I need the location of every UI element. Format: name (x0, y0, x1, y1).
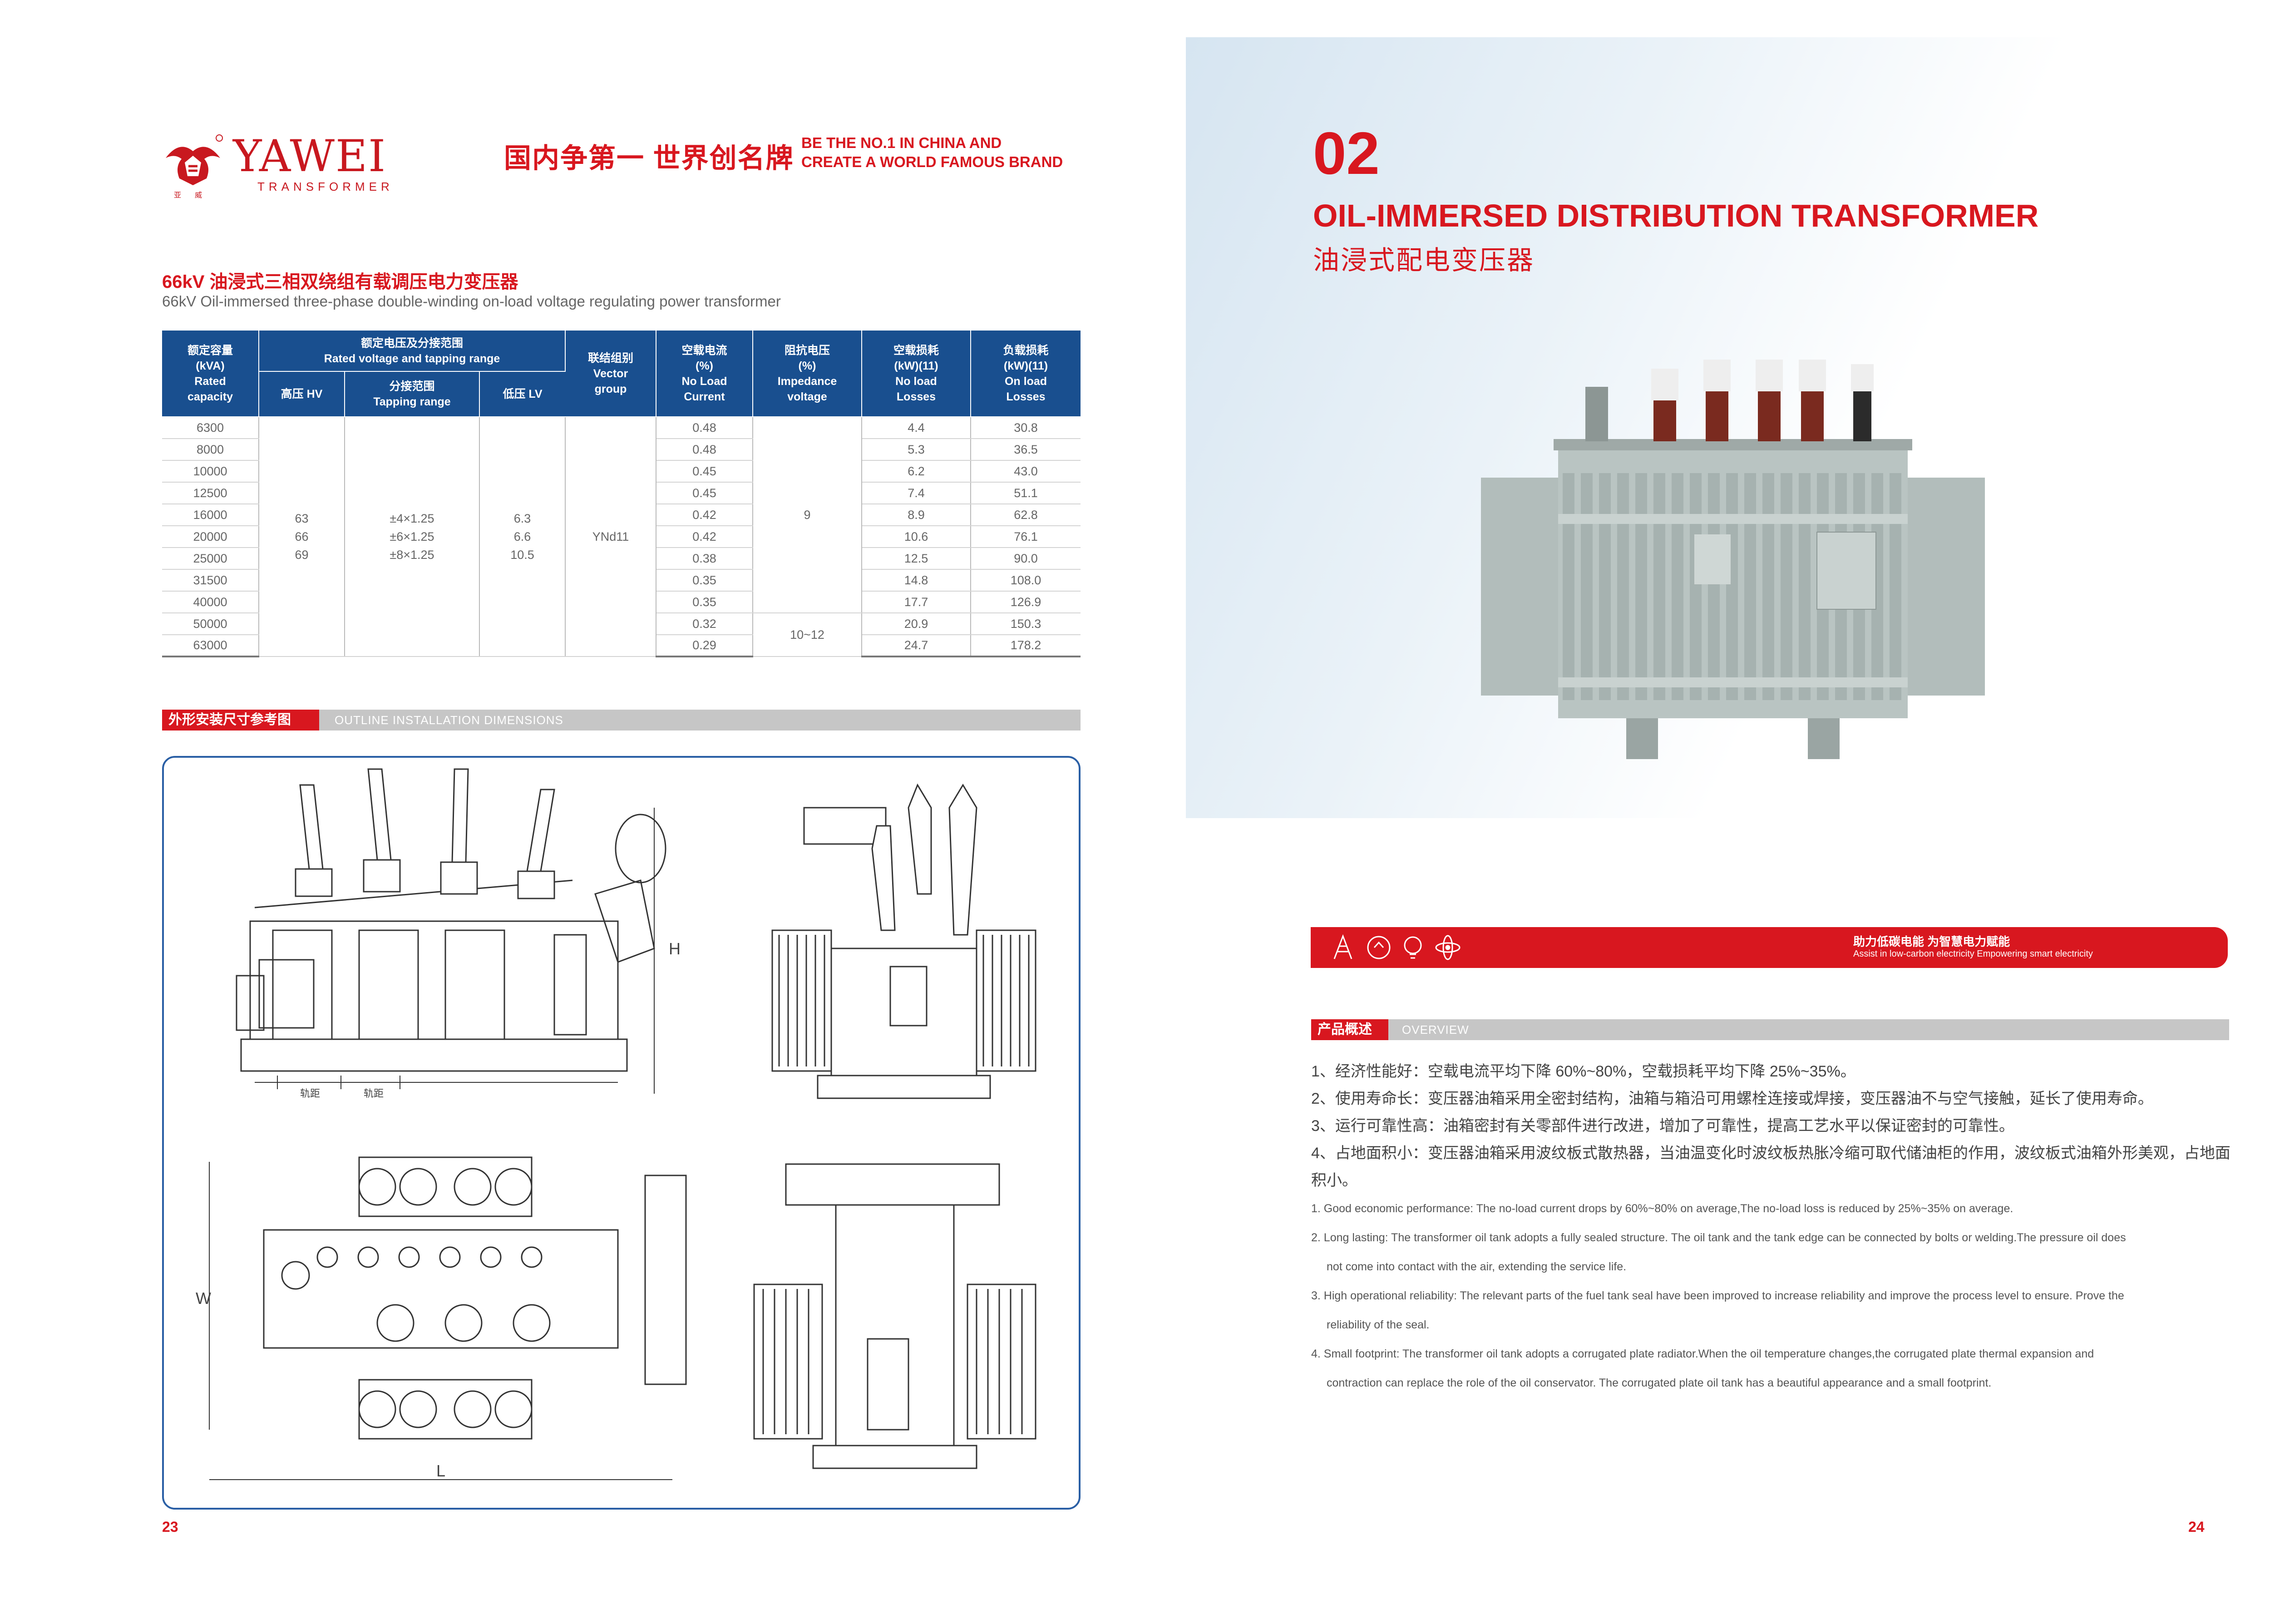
overview-en-item: 1. Good economic performance: The no-loa… (1311, 1202, 2013, 1215)
front-bushings (295, 768, 555, 899)
section-number: 02 (1313, 120, 1380, 187)
overview-label-en: OVERVIEW (1402, 1023, 1469, 1037)
impedance-cell-b: 10~12 (753, 613, 862, 657)
th-hv: 高压 HV (259, 371, 345, 417)
outline-drawing-frame: H W L 轨距 轨距 (162, 756, 1081, 1510)
page-number-left: 23 (162, 1519, 178, 1535)
overview-en-item: 4. Small footprint: The transformer oil … (1311, 1348, 2094, 1360)
overview-cn-item: 1、经济性能好：空载电流平均下降 60%~80%，空载损耗平均下降 25%~35… (1311, 1063, 1856, 1080)
gauge-label-2: 轨距 (364, 1088, 384, 1099)
overview-cn-item: 2、使用寿命长：变压器油箱采用全密封结构，油箱与箱沿可用螺栓连接或焊接，变压器油… (1311, 1090, 2153, 1107)
slogan-en: BE THE NO.1 IN CHINA AND CREATE A WORLD … (801, 133, 1063, 172)
yawei-logo: YAWEI TRANSFORMER 亚威 (161, 131, 406, 199)
overview-en-item: 2. Long lasting: The transformer oil tan… (1311, 1231, 2126, 1244)
power-tower-icon (1333, 934, 1352, 959)
dim-h-label: H (669, 939, 681, 958)
overview-en-list: 1. Good economic performance: The no-loa… (1311, 1194, 2233, 1397)
overview-text: 1、经济性能好：空载电流平均下降 60%~80%，空载损耗平均下降 25%~35… (1311, 1058, 2233, 1397)
transformer-photo (1481, 360, 1985, 759)
overview-en-item-cont: contraction can replace the role of the … (1327, 1377, 1992, 1389)
overview-en-item: 3. High operational reliability: The rel… (1311, 1289, 2124, 1302)
th-lv: 低压 LV (479, 371, 565, 417)
page-number-right: 24 (2188, 1519, 2205, 1535)
spec-subtitle: 66kV Oil-immersed three-phase double-win… (162, 293, 781, 310)
gauge-label-1: 轨距 (300, 1088, 321, 1099)
plan-view-drawing (209, 1156, 687, 1480)
brand-subtitle: TRANSFORMER (257, 180, 394, 193)
product-title-en: OIL-IMMERSED DISTRIBUTION TRANSFORMER (1313, 198, 2039, 233)
outline-label-cn: 外形安装尺寸参考图 (162, 710, 319, 731)
dim-l-label: L (436, 1461, 446, 1480)
vector-cell: YNd11 (565, 417, 656, 657)
overview-label-cn: 产品概述 (1311, 1019, 1388, 1040)
banner-icons (1333, 934, 1461, 960)
spec-title: 66kV 油浸式三相双绕组有载调压电力变压器 (162, 272, 518, 292)
product-title-cn: 油浸式配电变压器 (1313, 246, 1535, 275)
outline-label-en: OUTLINE INSTALLATION DIMENSIONS (335, 713, 563, 727)
brand-cn: 亚威 (174, 192, 216, 199)
side-view-drawing (771, 783, 1036, 1099)
slogan-cn: 国内争第一 世界创名牌 (504, 143, 794, 173)
overview-cn-list: 1、经济性能好：空载电流平均下降 60%~80%，空载损耗平均下降 25%~35… (1311, 1058, 2233, 1194)
overview-en-item-cont: not come into contact with the air, exte… (1327, 1260, 1627, 1273)
overview-en-item-cont: reliability of the seal. (1327, 1318, 1430, 1331)
dim-w-label: W (196, 1289, 211, 1308)
overview-cn-item: 3、运行可靠性高：油箱密封有关零部件进行改进，增加了可靠性，提高工艺水平以保证密… (1311, 1117, 2014, 1135)
end-view-drawing (753, 1163, 1036, 1469)
left-page: YAWEI TRANSFORMER 亚威 国内争第一 世界创名牌 BE THE … (161, 131, 1081, 1535)
tapping-cell: ±4×1.25±6×1.25±8×1.25 (345, 417, 480, 657)
front-view-drawing (236, 808, 666, 1094)
eco-cycle-icon (1367, 936, 1391, 959)
outline-section-bar: 外形安装尺寸参考图 OUTLINE INSTALLATION DIMENSION… (162, 710, 1081, 731)
impedance-cell-a: 9 (753, 417, 862, 613)
atom-icon (1435, 935, 1461, 960)
overview-cn-item: 4、占地面积小：变压器油箱采用波纹板式散热器，当油温变化时波纹板热胀冷缩可取代储… (1311, 1145, 2231, 1189)
right-page: 02 OIL-IMMERSED DISTRIBUTION TRANSFORMER… (1186, 37, 2270, 1624)
overview-section-bar: 产品概述 OVERVIEW (1311, 1019, 2229, 1040)
lightbulb-icon (1404, 936, 1422, 959)
banner-cn: 助力低碳电能 为智慧电力赋能 (1853, 935, 2010, 948)
slogan-en-line-2: CREATE A WORLD FAMOUS BRAND (801, 153, 1063, 170)
outline-drawings (209, 768, 1036, 1480)
brand-name: YAWEI (233, 131, 387, 182)
banner-en: Assist in low-carbon electricity Empower… (1853, 949, 2093, 959)
slogan-en-line-1: BE THE NO.1 IN CHINA AND (801, 134, 1002, 151)
product-banner: 助力低碳电能 为智慧电力赋能 Assist in low-carbon elec… (1311, 927, 2228, 968)
yawei-emblem-icon (166, 134, 223, 185)
